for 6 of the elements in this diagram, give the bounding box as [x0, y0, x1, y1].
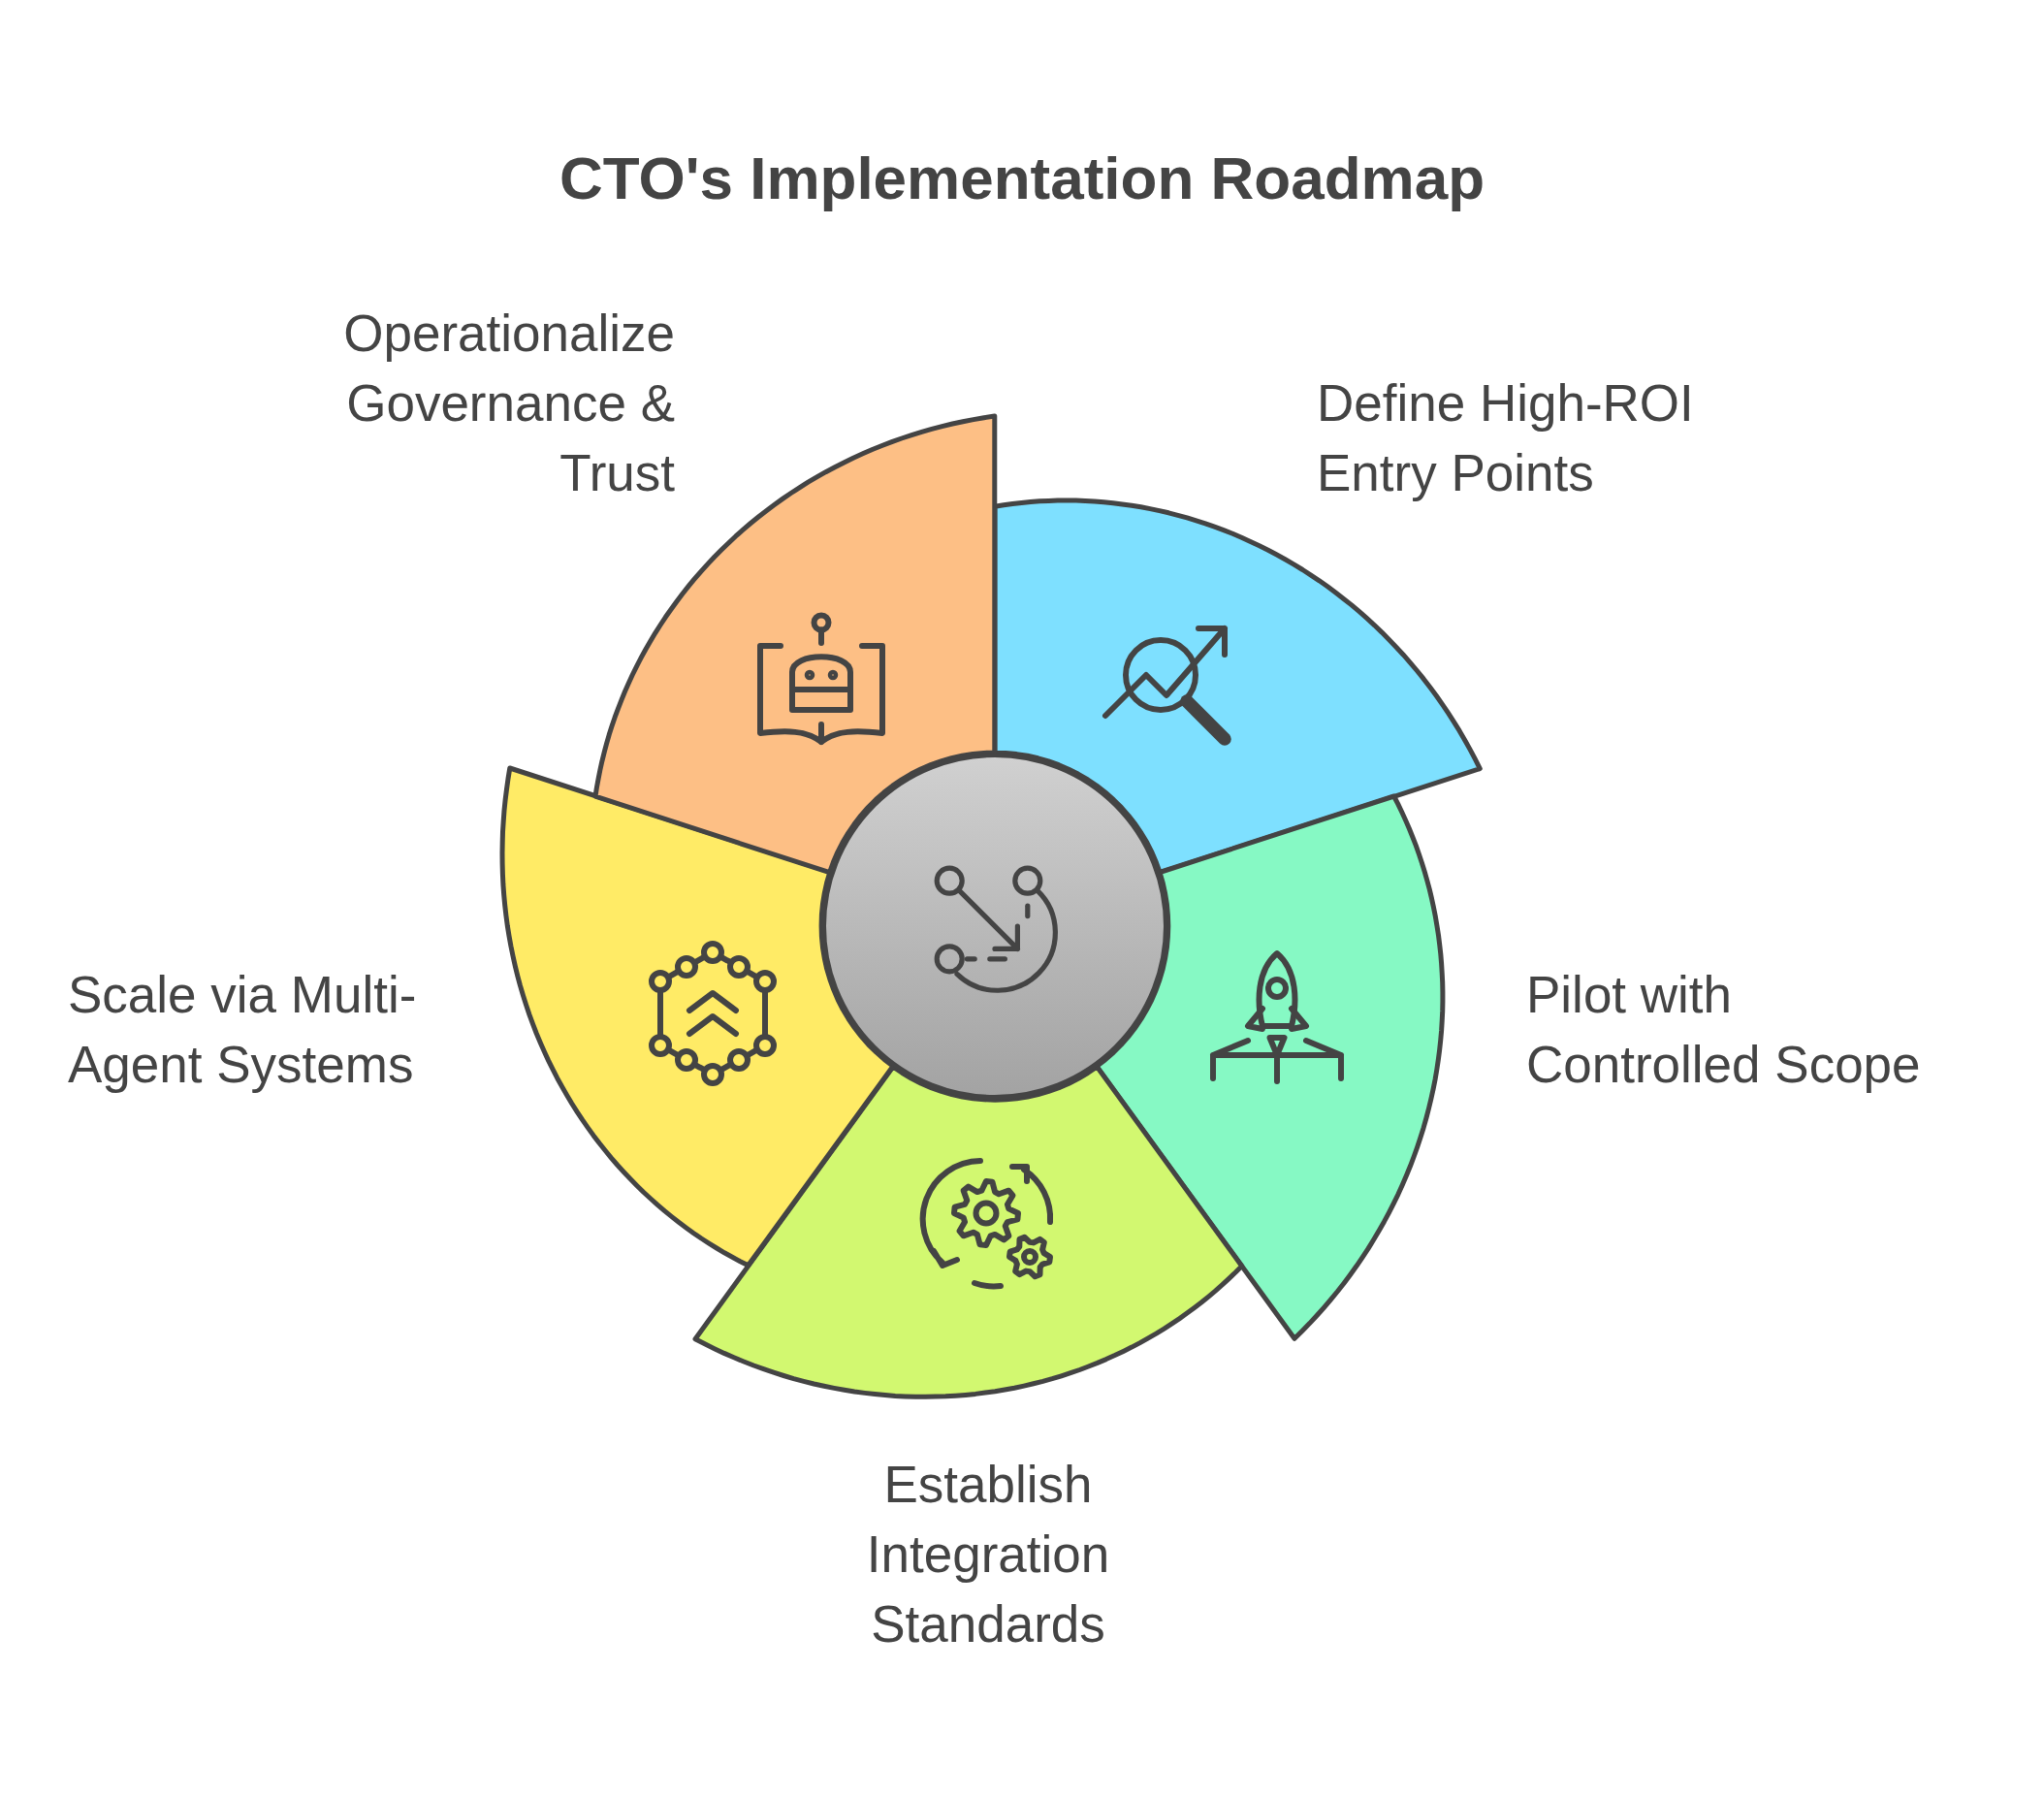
step-label: Define High-ROI Entry Points — [1317, 373, 1695, 503]
step-label: Pilot with Controlled Scope — [1526, 965, 1922, 1095]
step-label: Operationalize Governance & Trust — [342, 304, 675, 503]
step-label: Scale via Multi-Agent Systems — [68, 965, 418, 1095]
step-label: Establish Integration Standards — [865, 1455, 1111, 1654]
diagram-title: CTO's Implementation Roadmap — [558, 144, 1486, 212]
